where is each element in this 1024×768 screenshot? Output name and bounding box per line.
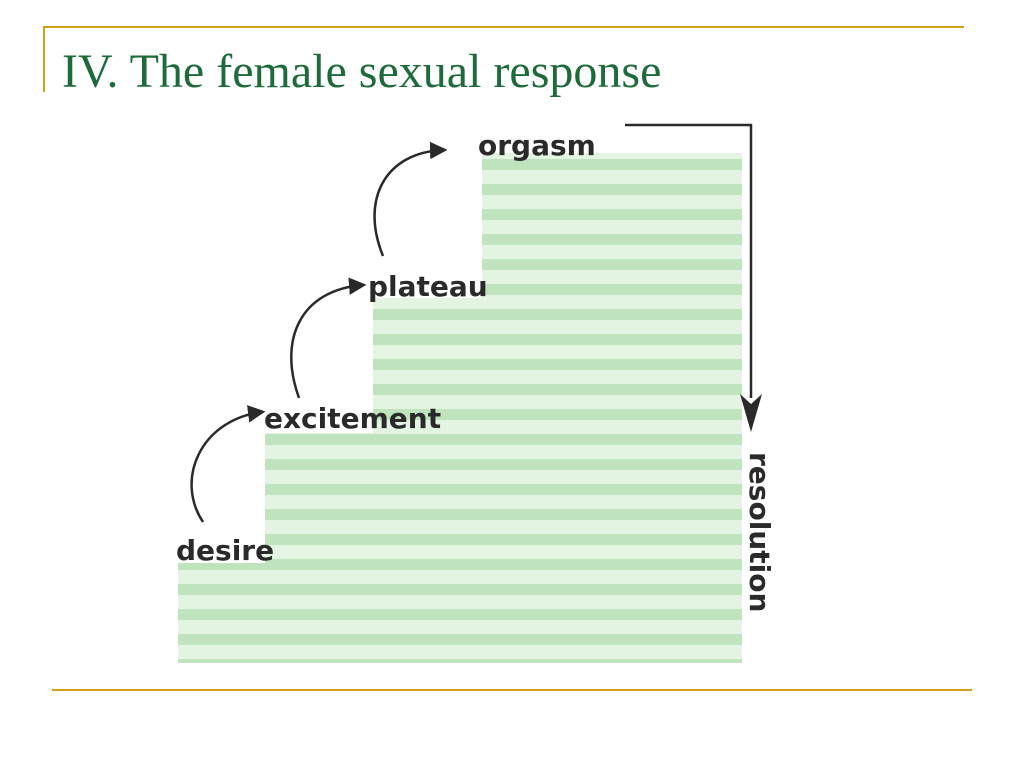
slide-title: IV. The female sexual response (62, 45, 662, 98)
resolution-label: resolution (743, 452, 776, 612)
stage-label-plateau: plateau (368, 270, 488, 303)
stage-label-excitement: excitement (264, 402, 441, 435)
arrow-desire-to-excitement (190, 405, 266, 523)
frame-left-rule (43, 26, 45, 92)
arrow-excitement-to-plateau (290, 277, 367, 399)
step-plateau (373, 298, 742, 435)
resolution-arrowhead (740, 394, 762, 432)
step-orgasm (482, 153, 742, 300)
bottom-rule (52, 689, 972, 691)
step-excitement (265, 433, 742, 565)
frame-top-rule (43, 26, 964, 28)
stage-label-desire: desire (176, 534, 274, 567)
step-desire (178, 563, 742, 663)
stage-label-orgasm: orgasm (478, 129, 596, 162)
arrow-plateau-to-orgasm (373, 141, 448, 257)
resolution-arrow-line (625, 123, 753, 398)
